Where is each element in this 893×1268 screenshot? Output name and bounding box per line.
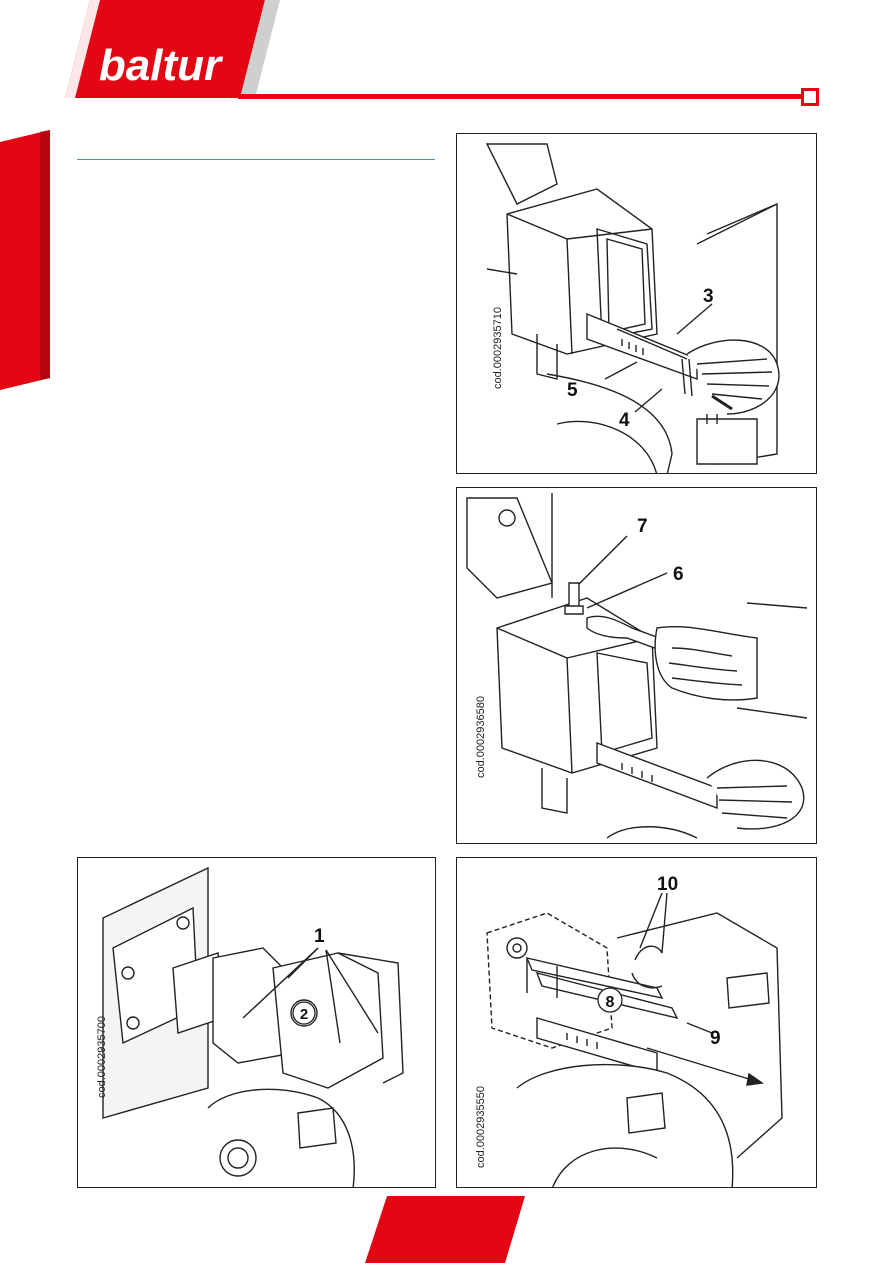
- figure-3-code: cod.0002935700: [96, 1016, 108, 1098]
- figure-1-callout-0: 3: [703, 286, 714, 307]
- header-rule: [238, 94, 810, 99]
- figure-1-code: cod.0002935710: [492, 307, 504, 389]
- figure-4-code: cod.0002935550: [475, 1086, 487, 1168]
- figure-2-code: cod.0002936580: [475, 696, 487, 778]
- figure-3: 1 2 cod.0002935700: [77, 857, 436, 1188]
- figure-1-callout-2: 4: [619, 410, 630, 431]
- side-section-tab: [0, 130, 50, 390]
- figure-1-callout-1: 5: [567, 380, 578, 401]
- figure-2-callout-1: 6: [673, 564, 684, 585]
- figure-3-callout-1: 2: [300, 1006, 308, 1023]
- figure-4-callout-1: 8: [606, 994, 615, 1011]
- header-rule-end-marker: [801, 88, 819, 106]
- brand-logo: baltur: [50, 0, 280, 102]
- page-number-tab: [365, 1196, 525, 1263]
- section-divider: [77, 159, 435, 160]
- figure-2-callout-0: 7: [637, 516, 648, 537]
- figure-4-callout-0: 10: [657, 874, 678, 895]
- figure-1: 3 5 4 cod.0002935710: [456, 133, 817, 474]
- figure-2: 7 6 cod.0002936580: [456, 487, 817, 844]
- figure-3-callout-0: 1: [314, 926, 325, 947]
- logo-wordmark: baltur: [99, 41, 224, 90]
- figure-4: 10 8 9 cod.0002935550: [456, 857, 817, 1188]
- figure-4-callout-2: 9: [710, 1028, 721, 1049]
